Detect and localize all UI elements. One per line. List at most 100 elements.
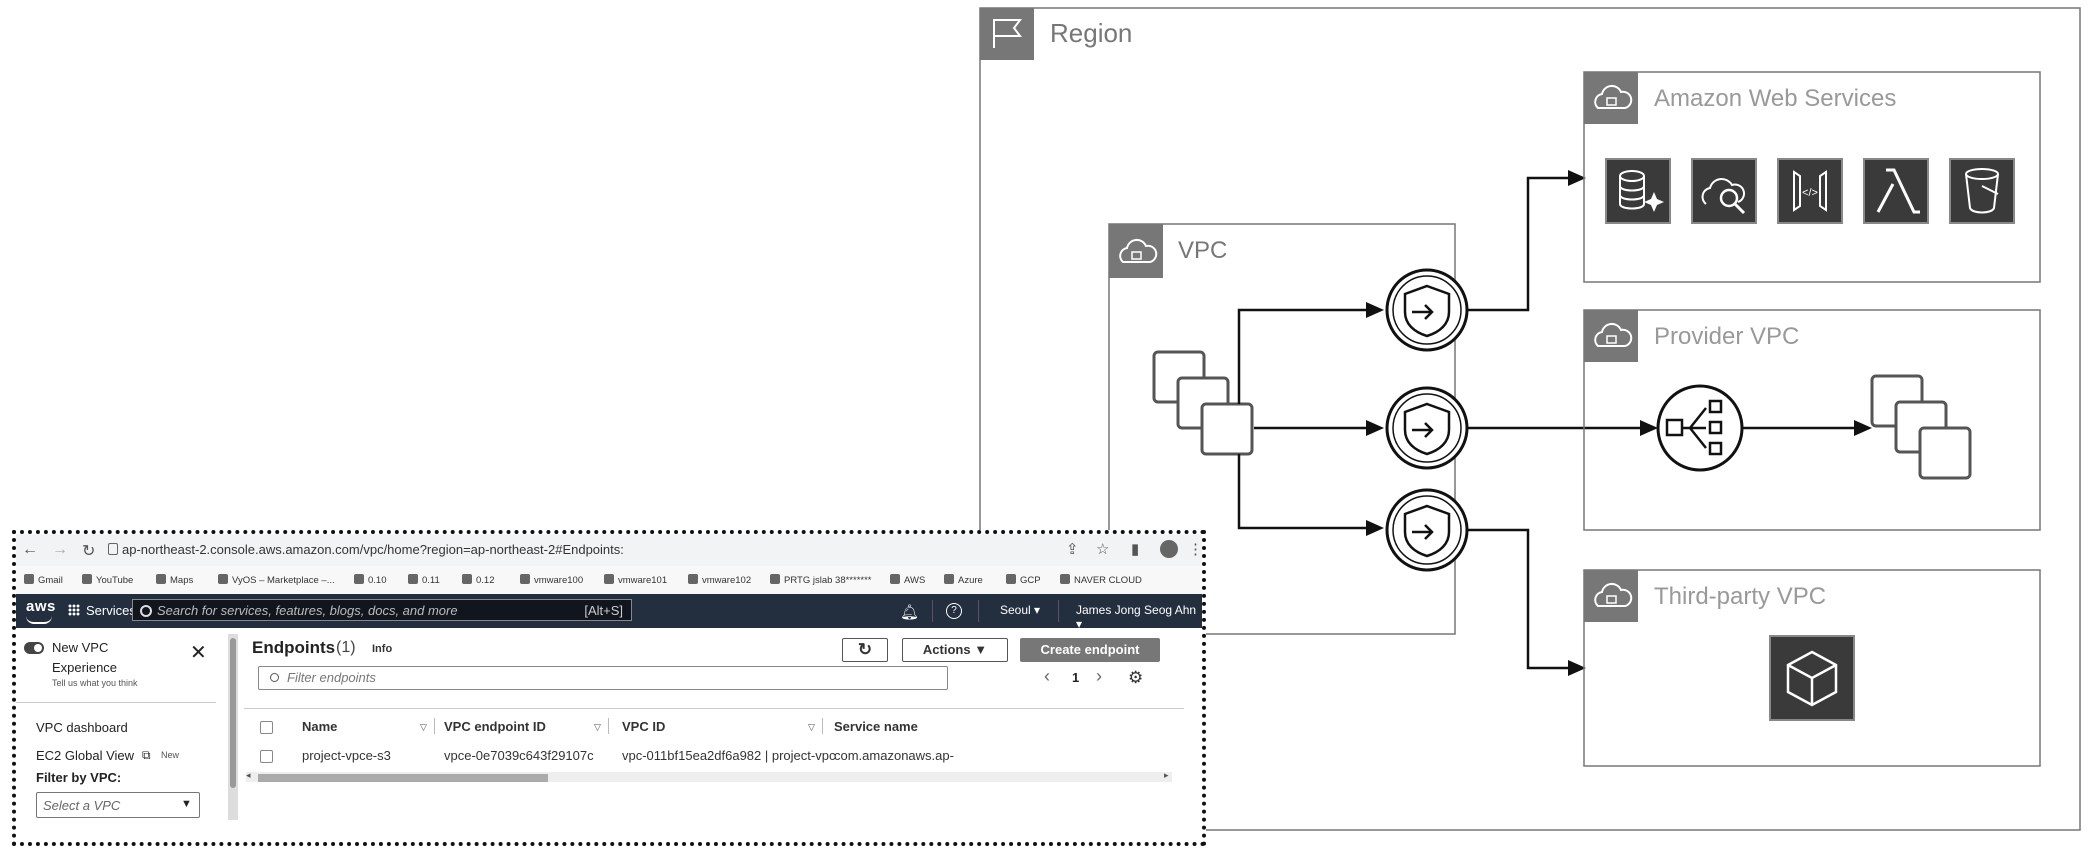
cell-name[interactable]: project-vpce-s3 <box>302 748 391 763</box>
close-icon[interactable]: ✕ <box>190 642 207 664</box>
feedback-link[interactable]: Tell us what you think <box>52 678 138 688</box>
sidebar-item-vpc-dashboard[interactable]: VPC dashboard <box>36 720 128 735</box>
new-badge: New <box>161 750 180 760</box>
share-icon[interactable]: ⇪ <box>1066 541 1079 558</box>
refresh-button[interactable]: ↻ <box>842 638 888 662</box>
account-menu[interactable]: James Jong Seog Ahn ▾ <box>1076 603 1197 631</box>
aws-cloud-lock-icon <box>1584 72 1638 124</box>
sort-icon[interactable]: ▽ <box>808 722 815 732</box>
third-party-vpc-cloud-lock-icon <box>1584 570 1638 622</box>
link-icon <box>688 574 698 584</box>
forward-icon[interactable]: → <box>52 541 68 558</box>
nav-divider <box>1058 600 1059 622</box>
aws-boundary <box>1583 71 2041 283</box>
new-vpc-toggle[interactable] <box>24 642 44 654</box>
chevron-down-icon: ▼ <box>181 798 192 810</box>
bookmark-item[interactable]: VyOS – Marketplace –... <box>218 574 335 586</box>
sort-icon[interactable]: ▽ <box>420 722 427 732</box>
nav-divider <box>978 600 979 622</box>
globe-icon <box>354 574 364 584</box>
bookmark-item[interactable]: PRTG jslab 38******* <box>770 574 871 586</box>
endpoint-connector-lines <box>1467 176 1854 670</box>
table-horizontal-scrollbar[interactable] <box>246 772 1172 782</box>
next-page-icon[interactable]: › <box>1096 666 1102 686</box>
link-icon <box>604 574 614 584</box>
table-scrollbar-thumb[interactable] <box>258 774 548 782</box>
prtg-icon <box>770 574 780 584</box>
more-menu-icon[interactable]: ⋮ <box>1188 541 1203 558</box>
vpc-filter-select[interactable]: Select a VPC ▼ <box>36 792 200 818</box>
table-divider <box>244 708 1184 709</box>
select-all-checkbox[interactable] <box>260 721 273 734</box>
filter-endpoints-input[interactable]: Filter endpoints <box>258 666 948 690</box>
row-checkbox[interactable] <box>260 750 273 763</box>
back-icon[interactable]: ← <box>22 541 38 558</box>
sort-icon[interactable]: ▽ <box>594 722 601 732</box>
lock-icon <box>108 543 118 555</box>
column-separator[interactable] <box>608 718 609 734</box>
endpoints-panel: Endpoints (1) Info ↻ Actions ▼ Create en… <box>244 628 1184 842</box>
new-vpc-label: New VPC <box>52 640 109 655</box>
region-selector[interactable]: Seoul ▾ <box>1000 603 1041 617</box>
cloud-search-icon <box>1691 158 1757 224</box>
bookmark-item[interactable]: NAVER CLOUD <box>1060 574 1142 586</box>
sidebar-divider <box>16 702 216 703</box>
scroll-left-icon[interactable]: ◂ <box>246 770 251 780</box>
create-endpoint-button[interactable]: Create endpoint <box>1020 638 1160 662</box>
page-number[interactable]: 1 <box>1072 670 1080 685</box>
settings-gear-icon[interactable]: ⚙ <box>1128 668 1144 687</box>
console-search-input[interactable]: Search for services, features, blogs, do… <box>132 599 632 621</box>
address-bar[interactable]: ap-northeast-2.console.aws.amazon.com/vp… <box>122 542 624 557</box>
arrowheads-to-endpoints <box>1366 302 1384 536</box>
database-icon <box>1605 158 1671 224</box>
bookmark-item[interactable]: YouTube <box>82 574 133 586</box>
column-header-service-name[interactable]: Service name <box>834 719 918 734</box>
bookmark-item[interactable]: 0.11 <box>408 574 440 586</box>
bookmark-item[interactable]: vmware101 <box>604 574 667 586</box>
column-header-vpc-id[interactable]: VPC ID <box>622 719 666 734</box>
sidebar-item-ec2-global-view[interactable]: EC2 Global View <box>36 748 135 763</box>
services-menu[interactable]: Services <box>86 603 136 618</box>
external-link-icon: ⧉ <box>142 748 151 762</box>
search-icon <box>140 605 152 617</box>
column-separator[interactable] <box>822 718 823 734</box>
column-header-endpoint-id[interactable]: VPC endpoint ID <box>444 719 546 734</box>
aws-logo[interactable]: aws <box>26 598 56 615</box>
sidebar-scrollbar-thumb[interactable] <box>230 638 236 788</box>
star-icon[interactable]: ☆ <box>1096 541 1110 558</box>
bookmark-item[interactable]: GCP <box>1006 574 1041 586</box>
aws-top-nav: aws Services Search for services, featur… <box>16 594 1202 631</box>
bookmark-item[interactable]: vmware100 <box>520 574 583 586</box>
bookmark-item[interactable]: vmware102 <box>688 574 751 586</box>
maps-icon <box>156 574 166 584</box>
bookmark-item[interactable]: Azure <box>944 574 983 586</box>
column-separator[interactable] <box>434 718 435 734</box>
scroll-right-icon[interactable]: ▸ <box>1164 770 1169 780</box>
bookmark-item[interactable]: 0.10 <box>354 574 387 586</box>
vpc-endpoint-icon <box>1385 386 1469 470</box>
instance-connector-lines <box>1237 308 1370 530</box>
info-link[interactable]: Info <box>372 643 393 655</box>
gcp-icon <box>1006 574 1016 584</box>
cell-vpc-id[interactable]: vpc-011bf15ea2df6a982 | project-vpc <box>622 748 836 763</box>
profile-avatar[interactable] <box>1160 540 1178 558</box>
bookmark-item[interactable]: Maps <box>156 574 193 586</box>
link-icon <box>520 574 530 584</box>
api-gateway-icon: </> <box>1777 158 1843 224</box>
bell-icon[interactable]: 🔔︎ <box>900 604 920 621</box>
services-grid-icon[interactable] <box>68 604 80 616</box>
side-panel-icon[interactable]: ▮ <box>1131 541 1140 558</box>
vpc-sidebar: New VPC Experience Tell us what you thin… <box>16 628 226 842</box>
endpoint-count: (1) <box>336 639 356 656</box>
previous-page-icon[interactable]: ‹ <box>1044 666 1050 686</box>
actions-button[interactable]: Actions ▼ <box>902 638 1008 662</box>
cell-endpoint-id[interactable]: vpce-0e7039c643f29107c <box>444 748 594 763</box>
bookmark-item[interactable]: AWS <box>890 574 925 586</box>
reload-icon[interactable]: ↻ <box>82 543 96 560</box>
region-flag-icon <box>980 8 1034 60</box>
column-header-name[interactable]: Name <box>302 719 338 734</box>
help-icon[interactable]: ? <box>946 603 962 619</box>
bookmark-item[interactable]: Gmail <box>24 574 63 586</box>
bookmark-item[interactable]: 0.12 <box>462 574 495 586</box>
